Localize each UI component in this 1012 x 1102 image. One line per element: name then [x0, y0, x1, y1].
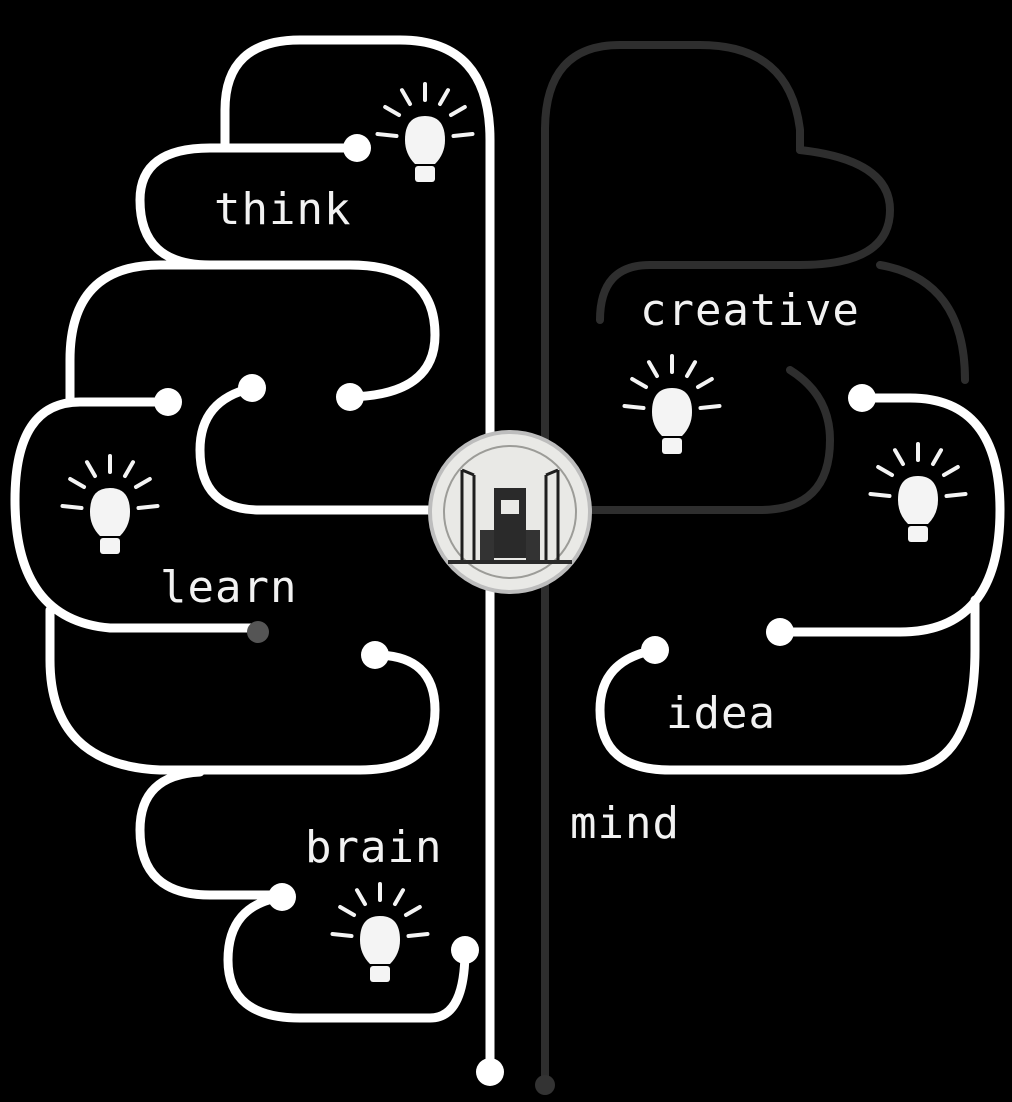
- lightbulb-icon: [63, 456, 158, 554]
- lightbulb-icon: [378, 84, 473, 182]
- lightbulb-icon: [333, 884, 428, 982]
- word-mind: mind: [570, 798, 680, 849]
- lightbulb-icon: [871, 444, 966, 542]
- lightbulb-icon: [625, 356, 720, 454]
- word-brain: brain: [305, 822, 442, 873]
- word-learn: learn: [160, 562, 297, 613]
- word-creative: creative: [640, 285, 860, 336]
- word-think: think: [214, 184, 351, 235]
- word-idea: idea: [666, 688, 776, 739]
